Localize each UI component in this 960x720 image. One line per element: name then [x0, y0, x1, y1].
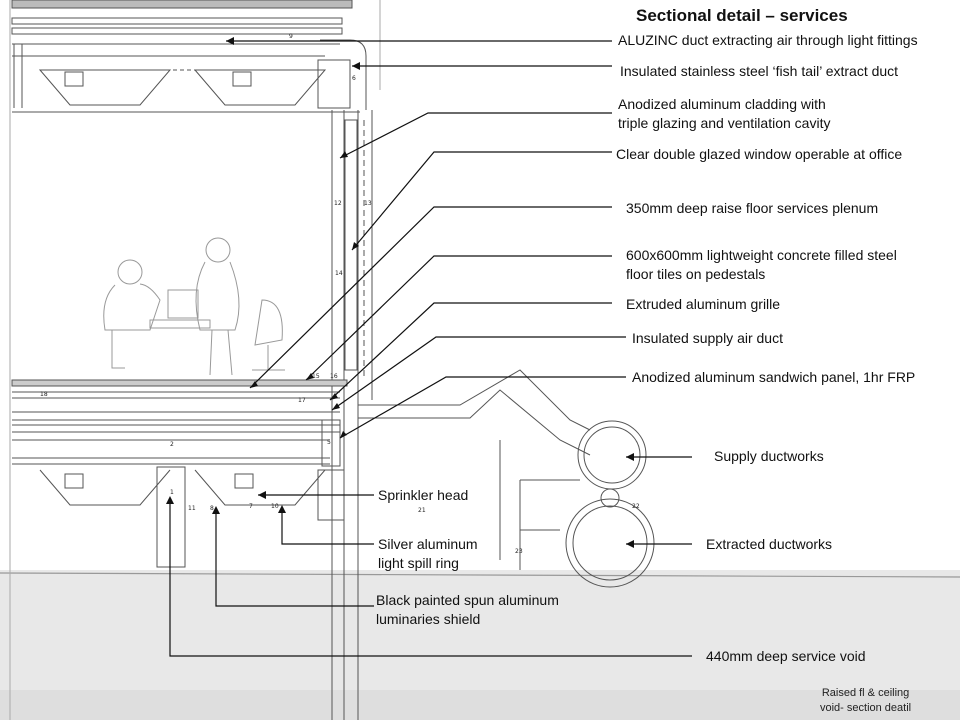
svg-text:14: 14 — [335, 270, 343, 277]
callout-cladding: Anodized aluminum cladding with triple g… — [618, 95, 830, 133]
callout-window: Clear double glazed window operable at o… — [616, 146, 903, 162]
drawing-caption: Raised fl & ceiling void- section deatil — [820, 686, 911, 716]
caption-line2: void- section deatil — [820, 702, 912, 714]
svg-text:13: 13 — [364, 200, 372, 207]
drawing-numbers: 9 6 12 13 14 15 16 17 18 5 2 1 11 8 7 10… — [40, 33, 640, 555]
svg-text:17: 17 — [298, 397, 306, 404]
callout-luminaries-shield-line1: Black painted spun aluminum — [376, 592, 559, 608]
svg-text:9: 9 — [289, 33, 293, 40]
paper-shadow-bottom — [0, 690, 960, 720]
callout-fishtail-duct: Insulated stainless steel ‘fish tail’ ex… — [620, 63, 899, 79]
callout-supply-ductworks: Supply ductworks — [714, 448, 824, 464]
svg-text:23: 23 — [515, 548, 523, 555]
svg-text:12: 12 — [334, 200, 342, 207]
office-figures-sketch — [103, 237, 285, 376]
callout-floor-tiles-line2: floor tiles on pedestals — [626, 266, 766, 282]
svg-text:1: 1 — [170, 489, 174, 496]
callout-luminaries-shield: Black painted spun aluminum luminaries s… — [376, 591, 559, 629]
leader-lines — [169, 40, 692, 657]
svg-text:22: 22 — [632, 503, 640, 510]
svg-text:7: 7 — [249, 503, 253, 510]
callout-light-spill-ring-line2: light spill ring — [378, 555, 459, 571]
callout-extracted-ductworks: Extracted ductworks — [706, 536, 833, 552]
callout-light-spill-ring: Silver aluminum light spill ring — [378, 535, 478, 573]
callout-cladding-line2: triple glazing and ventilation cavity — [618, 115, 831, 131]
raised-floor — [11, 379, 348, 568]
callout-supply-air-duct: Insulated supply air duct — [632, 330, 783, 346]
svg-text:2: 2 — [170, 441, 174, 448]
svg-text:21: 21 — [418, 507, 426, 514]
caption-line1: Raised fl & ceiling — [821, 687, 910, 699]
callout-sprinkler-head: Sprinkler head — [378, 487, 469, 503]
svg-text:11: 11 — [188, 505, 196, 512]
callout-sandwich-panel: Anodized aluminum sandwich panel, 1hr FR… — [632, 369, 916, 385]
callout-service-void: 440mm deep service void — [706, 648, 866, 664]
svg-text:18: 18 — [40, 391, 48, 398]
svg-text:6: 6 — [352, 75, 356, 82]
svg-text:8: 8 — [210, 505, 214, 512]
callout-aluzinc-duct: ALUZINC duct extracting air through ligh… — [618, 32, 918, 48]
callout-plenum: 350mm deep raise floor services plenum — [626, 200, 879, 216]
callout-cladding-line1: Anodized aluminum cladding with — [618, 96, 826, 112]
svg-text:5: 5 — [327, 439, 331, 446]
svg-text:15: 15 — [312, 373, 320, 380]
svg-text:10: 10 — [271, 503, 279, 510]
svg-text:16: 16 — [330, 373, 338, 380]
callout-grille: Extruded aluminum grille — [626, 296, 781, 312]
callout-floor-tiles: 600x600mm lightweight concrete filled st… — [626, 246, 897, 284]
callout-light-spill-ring-line1: Silver aluminum — [378, 536, 478, 552]
arrowheads — [166, 37, 634, 548]
diagram-title: Sectional detail – services — [636, 6, 848, 25]
ductwork — [358, 369, 655, 588]
callout-luminaries-shield-line2: luminaries shield — [376, 611, 481, 627]
callout-floor-tiles-line1: 600x600mm lightweight concrete filled st… — [626, 247, 897, 263]
upper-ceiling — [11, 0, 367, 113]
